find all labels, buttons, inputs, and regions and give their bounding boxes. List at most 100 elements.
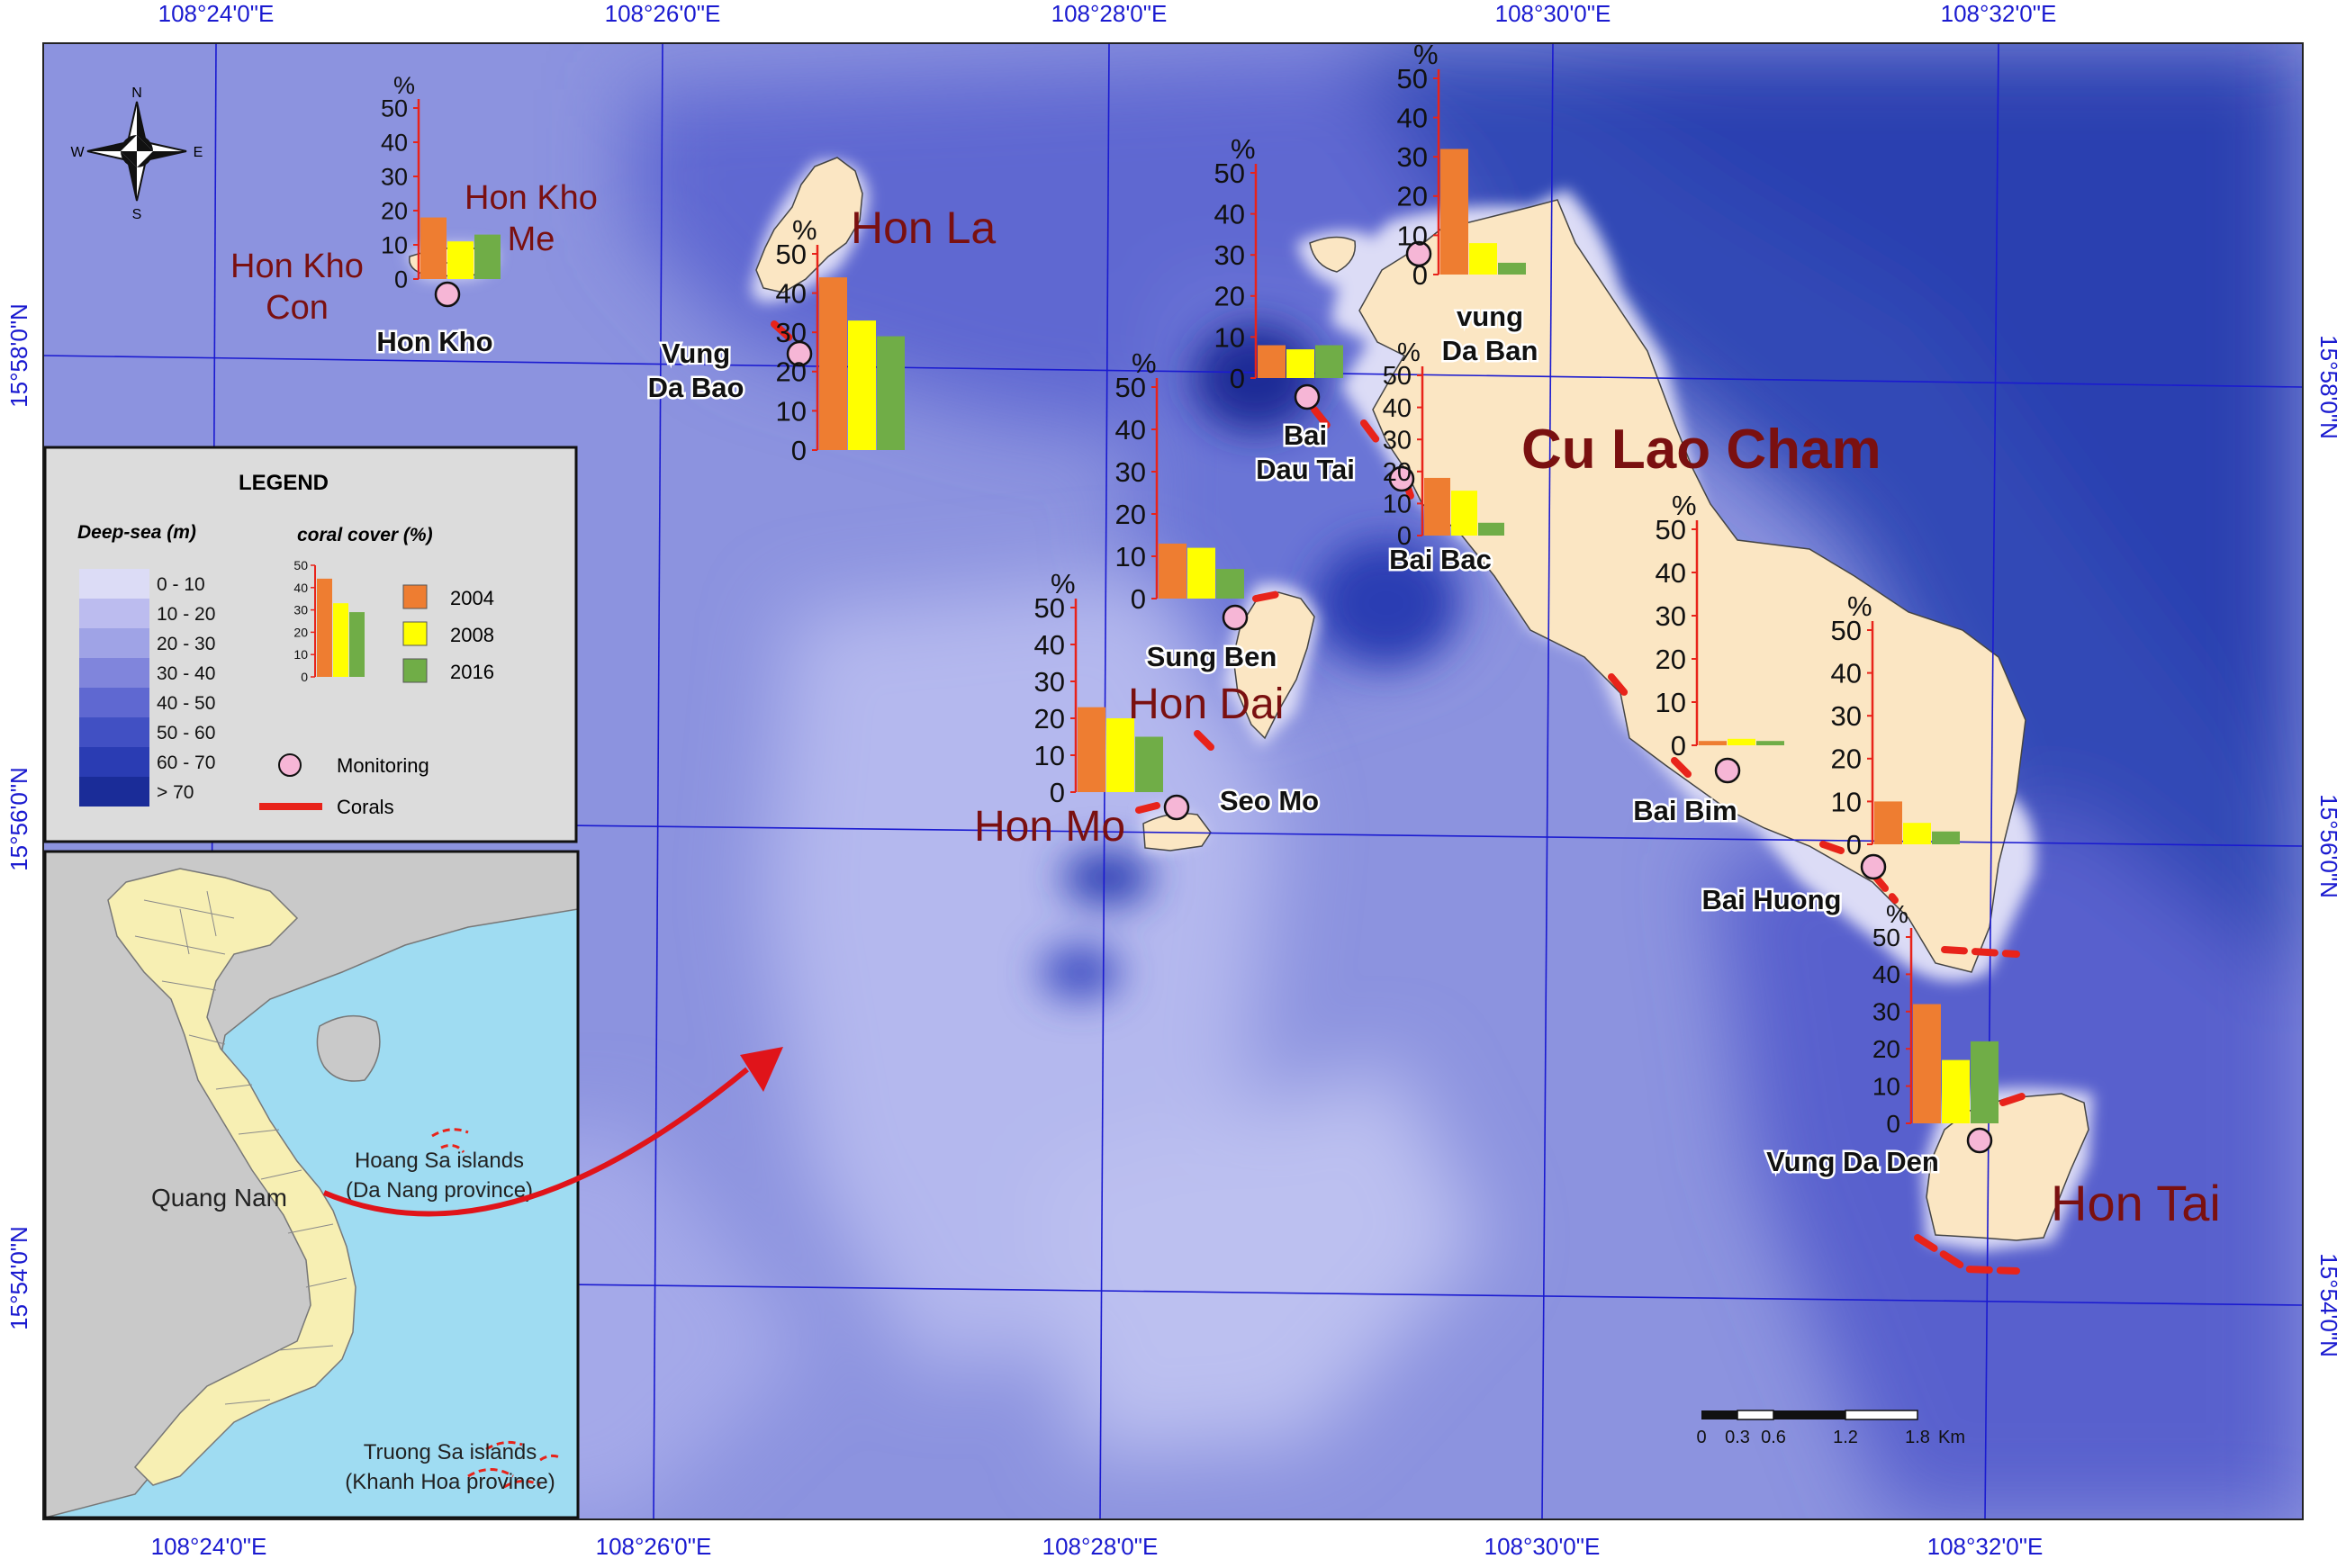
legend-sample-tick: 30 <box>293 603 308 617</box>
coral-cover-bar <box>474 234 501 279</box>
chart-tick-label: 10 <box>776 395 807 427</box>
site-bai-bim: Bai Bim <box>1633 795 1737 826</box>
coral-cover-bar <box>1699 741 1727 745</box>
site-hon-kho: Hon Kho <box>376 326 492 357</box>
chart-unit-label: % <box>792 214 817 246</box>
monitoring-point <box>1388 465 1415 492</box>
chart-tick-label: 10 <box>1397 220 1428 251</box>
coral-cover-bar <box>1942 1059 1970 1123</box>
coral-cover-bar <box>1424 477 1450 536</box>
lat-label-right: 15°56'0"N <box>2315 794 2342 898</box>
coral-cover-bar <box>1216 569 1244 599</box>
chart-tick-label: 50 <box>1872 924 1900 951</box>
lon-label-top: 108°26'0"E <box>605 0 721 27</box>
legend-sample-tick: 50 <box>293 558 308 572</box>
coral-cover-bar <box>447 241 474 279</box>
scale-unit: Km <box>1938 1428 1965 1447</box>
chart-unit-label: % <box>1413 39 1439 70</box>
lat-label-right: 15°54'0"N <box>2315 1253 2342 1357</box>
chart-tick-label: 40 <box>381 129 408 156</box>
hon-tai-island <box>1926 1093 2089 1241</box>
place-hon-tai: Hon Tai <box>2051 1175 2221 1231</box>
coral-cover-bar <box>1451 491 1477 536</box>
place-hon-mo: Hon Mo <box>974 803 1125 851</box>
chart-tick-label: 50 <box>776 239 807 270</box>
chart-tick-label: 10 <box>1034 740 1065 771</box>
chart-tick-label: 0 <box>791 435 807 466</box>
coral-segment <box>1819 841 1845 854</box>
coral-cover-bar <box>1498 262 1526 275</box>
chart-unit-label: % <box>1051 568 1076 599</box>
site-bai-huong: Bai Huong <box>1702 884 1842 915</box>
legend-year: 2016 <box>450 661 494 683</box>
coral-segment <box>1941 946 2020 958</box>
chart-tick-label: 30 <box>1383 426 1412 455</box>
chart-tick-label: 30 <box>381 163 408 190</box>
chart-tick-label: 50 <box>1383 362 1412 391</box>
inset-hoang-sa: Hoang Sa islands(Da Nang province) <box>346 1149 533 1203</box>
coral-segment <box>1360 419 1381 445</box>
chart-tick-label: 10 <box>1383 491 1412 519</box>
chart-unit-label: % <box>393 72 415 99</box>
coral-segment <box>1671 757 1692 778</box>
monitoring-point <box>786 340 813 367</box>
lon-label-bottom: 108°26'0"E <box>596 1533 712 1560</box>
legend-years: 2004 2008 2016 <box>402 584 494 683</box>
coral-cover-bar <box>819 277 847 450</box>
depth-class-label: 10 - 20 <box>157 604 215 625</box>
monitoring-point <box>1714 757 1741 784</box>
chart-tick-label: 50 <box>1214 158 1245 189</box>
compass-n: N <box>131 86 142 101</box>
monitoring-point <box>1222 604 1249 631</box>
site-sung-ben: Sung Ben <box>1147 641 1277 672</box>
coral-cover-bar <box>1971 1041 1999 1123</box>
chart-tick-label: 10 <box>1831 786 1862 817</box>
inset-quang-nam: Quang Nam <box>151 1184 287 1212</box>
chart-tick-label: 30 <box>1656 600 1686 632</box>
depth-swatch <box>79 569 149 599</box>
legend: LEGEND Deep-sea (m) coral cover (%) 0 - … <box>43 446 578 843</box>
chart-tick-label: 30 <box>1397 141 1428 173</box>
depth-class-label: 40 - 50 <box>157 693 215 714</box>
legend-sample-tick: 20 <box>293 625 308 639</box>
compass-s: S <box>132 207 142 222</box>
chart-tick-label: 0 <box>1050 777 1065 808</box>
chart-tick-label: 20 <box>381 197 408 224</box>
chart-tick-label: 30 <box>1034 666 1065 698</box>
monitoring-point <box>1294 383 1321 410</box>
chart-unit-label: % <box>1132 347 1157 379</box>
lon-label-top: 108°24'0"E <box>158 0 275 27</box>
chart-tick-label: 0 <box>1846 829 1862 861</box>
monitoring-point <box>1163 794 1190 821</box>
chart-tick-label: 10 <box>1115 541 1146 572</box>
scale-tick: 1.2 <box>1833 1428 1858 1447</box>
chart-tick-label: 40 <box>1214 198 1245 230</box>
chart-unit-label: % <box>1847 590 1872 622</box>
coral-cover-bar <box>420 217 447 279</box>
chart-tick-label: 30 <box>776 317 807 348</box>
chart-tick-label: 40 <box>1831 657 1862 689</box>
lon-label-bottom: 108°28'0"E <box>1042 1533 1159 1560</box>
coral-cover-bar <box>1187 547 1215 599</box>
monitoring-point <box>434 281 461 308</box>
chart-tick-label: 20 <box>1383 458 1412 487</box>
coral-cover-bar <box>1258 345 1286 378</box>
legend-title: LEGEND <box>239 471 329 495</box>
chart-tick-label: 10 <box>1214 321 1245 353</box>
legend-year: 2004 <box>450 587 494 609</box>
legend-sample-tick: 10 <box>293 647 308 662</box>
legend-depth-title: Deep-sea (m) <box>77 522 196 543</box>
